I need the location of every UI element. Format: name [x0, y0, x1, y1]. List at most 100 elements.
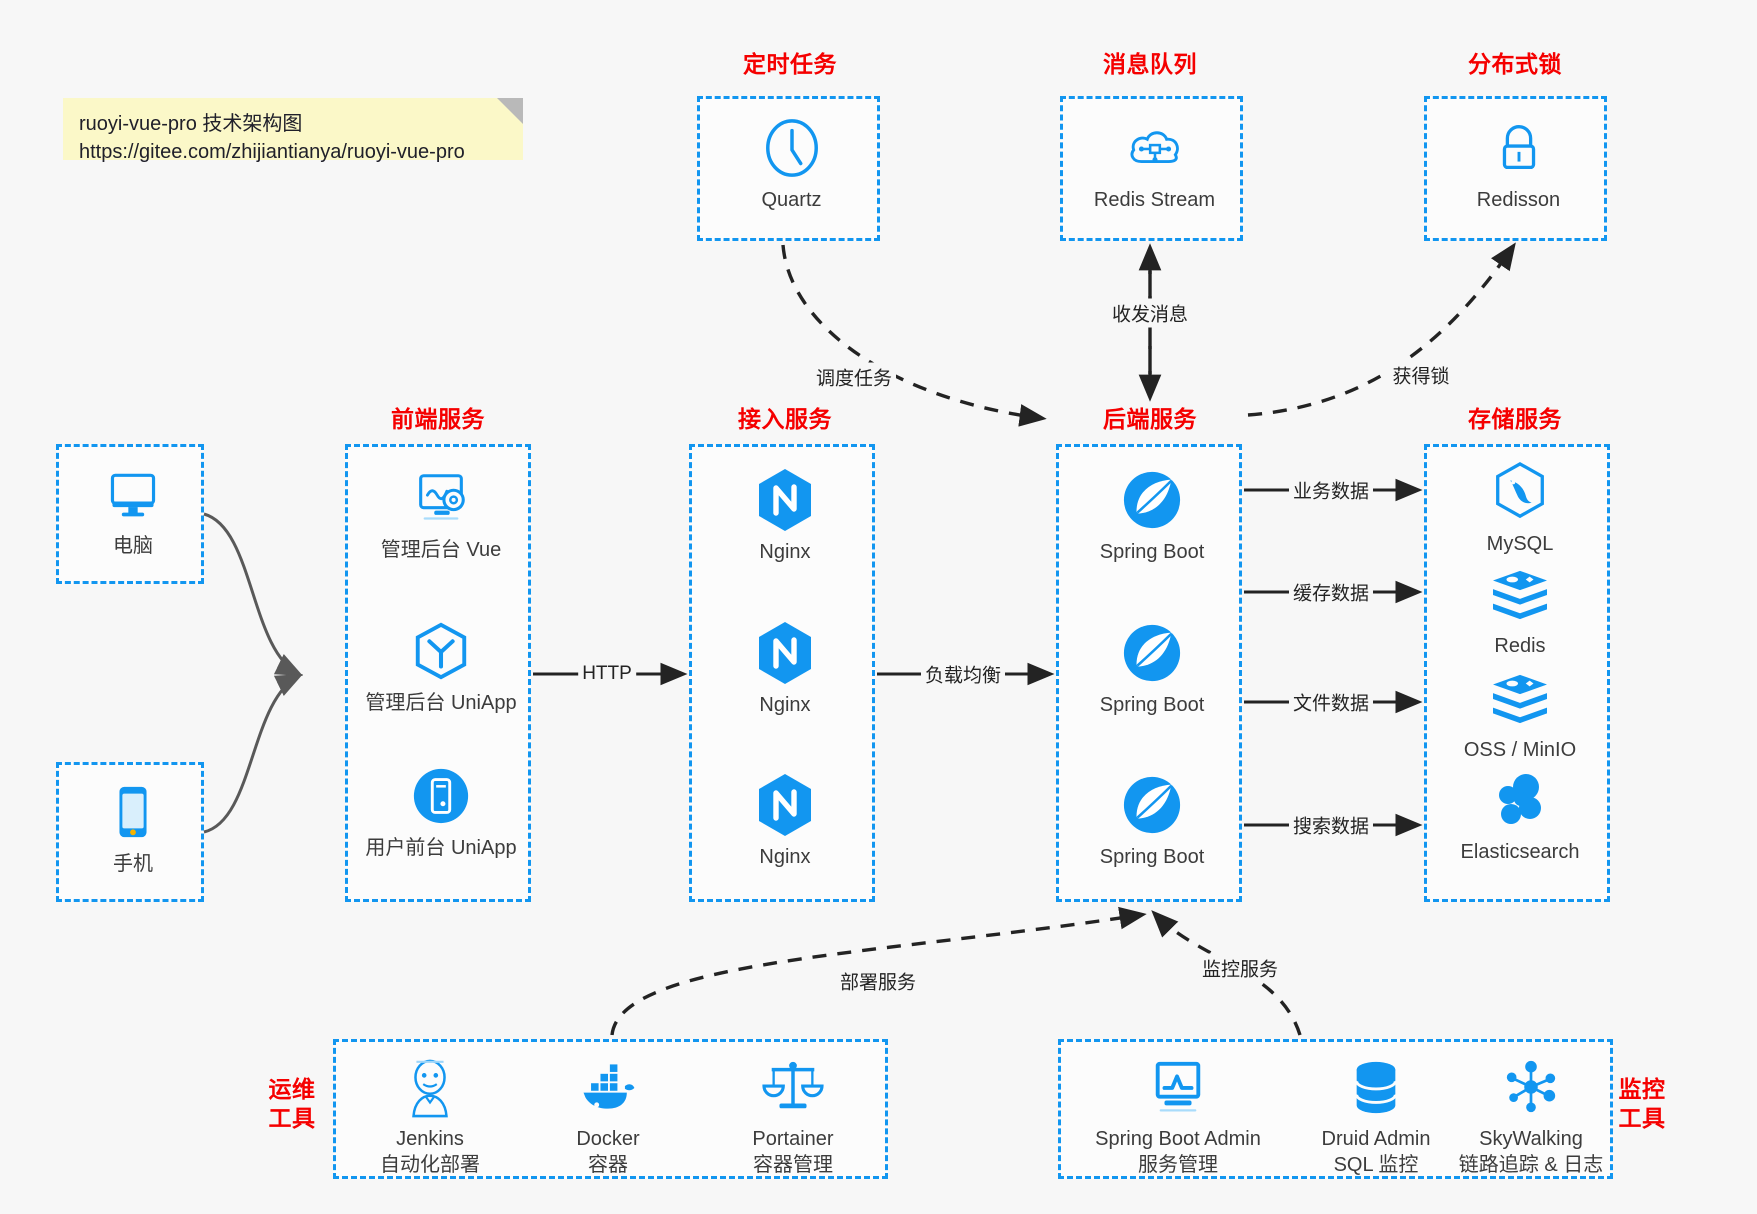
node-label: 管理后台 Vue: [380, 539, 502, 561]
edge-label-search-data: 搜索数据: [1288, 810, 1374, 840]
node-label: Nginx: [759, 541, 811, 563]
database-stack-icon: [1296, 1056, 1456, 1118]
node-spring-boot-admin[interactable]: Spring Boot Admin 服务管理: [1073, 1056, 1283, 1179]
spring-boot-icon: [1059, 774, 1245, 836]
edge-label-file-data: 文件数据: [1288, 687, 1374, 717]
node-mobile[interactable]: 手机: [59, 781, 207, 877]
node-quartz[interactable]: Quartz: [700, 117, 883, 213]
caption-frontend: 前端服务: [391, 406, 485, 432]
node-sublabel: 自动化部署: [380, 1154, 480, 1176]
node-redis-stream[interactable]: Redis Stream: [1063, 117, 1246, 213]
edge-mobile-to-frontend: [203, 674, 304, 834]
mysql-icon: [1427, 461, 1613, 523]
desktop-monitor-icon: [59, 463, 207, 525]
cloud-network-icon: [1063, 117, 1246, 179]
group-box-scheduled-task[interactable]: Quartz: [697, 96, 880, 241]
node-spring-boot-2[interactable]: Spring Boot: [1059, 622, 1245, 718]
portainer-scales-icon: [708, 1056, 878, 1118]
note-title-line: ruoyi-vue-pro 技术架构图: [79, 113, 303, 135]
node-portainer[interactable]: Portainer 容器管理: [708, 1056, 878, 1179]
node-label: SkyWalking: [1479, 1128, 1583, 1150]
node-jenkins[interactable]: Jenkins 自动化部署: [350, 1056, 510, 1179]
node-label: Docker: [576, 1128, 640, 1150]
node-elasticsearch[interactable]: Elasticsearch: [1427, 769, 1613, 865]
group-box-frontend[interactable]: 管理后台 Vue 管理后台 UniApp 用户前台 UniApp: [345, 444, 531, 902]
caption-storage: 存储服务: [1468, 406, 1562, 432]
node-nginx-1[interactable]: Nginx: [692, 469, 878, 565]
caption-devops-line2: 工具: [268, 1104, 316, 1131]
nginx-icon: [692, 469, 878, 531]
node-spring-boot-3[interactable]: Spring Boot: [1059, 774, 1245, 870]
clock-icon: [700, 117, 883, 179]
group-box-storage[interactable]: MySQL Redis: [1424, 444, 1610, 902]
edge-label-biz-data: 业务数据: [1288, 475, 1374, 505]
node-label: Quartz: [761, 189, 822, 211]
node-druid-admin[interactable]: Druid Admin SQL 监控: [1296, 1056, 1456, 1179]
node-label: Spring Boot: [1099, 846, 1205, 868]
group-box-monitoring[interactable]: Spring Boot Admin 服务管理 Druid Admin SQL 监…: [1058, 1039, 1613, 1179]
elasticsearch-icon: [1427, 769, 1613, 831]
edge-label-schedule-task: 调度任务: [811, 362, 897, 392]
node-docker[interactable]: Docker 容器: [528, 1056, 688, 1179]
node-redis[interactable]: Redis: [1427, 563, 1613, 659]
node-label: Druid Admin: [1321, 1128, 1431, 1150]
node-nginx-2[interactable]: Nginx: [692, 622, 878, 718]
group-box-distributed-lock[interactable]: Redisson: [1424, 96, 1607, 241]
node-sublabel: 服务管理: [1138, 1154, 1218, 1176]
edge-label-http: HTTP: [578, 662, 636, 686]
node-desktop[interactable]: 电脑: [59, 463, 207, 559]
edge-label-cache-data: 缓存数据: [1288, 577, 1374, 607]
spring-boot-icon: [1059, 622, 1245, 684]
note-fold-corner: [497, 98, 523, 124]
lock-icon: [1427, 117, 1610, 179]
node-mysql[interactable]: MySQL: [1427, 461, 1613, 557]
edge-label-deploy-service: 部署服务: [835, 966, 921, 996]
group-box-message-queue[interactable]: Redis Stream: [1060, 96, 1243, 241]
node-sublabel: 容器: [588, 1154, 628, 1176]
edge-acquire-lock: [1247, 242, 1516, 417]
redis-icon: [1427, 563, 1613, 625]
caption-monitoring-line1: 监控: [1618, 1076, 1666, 1102]
node-redisson[interactable]: Redisson: [1427, 117, 1610, 213]
node-admin-uniapp[interactable]: 管理后台 UniApp: [348, 620, 534, 716]
caption-scheduled-task: 定时任务: [743, 51, 837, 77]
node-label: MySQL: [1486, 533, 1554, 555]
nginx-icon: [692, 622, 878, 684]
node-sublabel: SQL 监控: [1333, 1154, 1419, 1176]
node-label: Redis Stream: [1093, 189, 1216, 211]
node-oss-minio[interactable]: OSS / MinIO: [1427, 667, 1613, 763]
group-box-backend[interactable]: Spring Boot Spring Boot Spring Boot: [1056, 444, 1242, 902]
object-storage-icon: [1427, 667, 1613, 729]
node-admin-vue[interactable]: 管理后台 Vue: [348, 467, 534, 563]
mobile-app-icon: [348, 765, 534, 827]
node-label: OSS / MinIO: [1463, 739, 1577, 761]
docker-icon: [528, 1056, 688, 1118]
caption-monitoring-line2: 工具: [1618, 1104, 1666, 1131]
edge-label-acquire-lock: 获得锁: [1388, 360, 1454, 390]
uniapp-cube-icon: [348, 620, 534, 682]
group-box-client-desktop[interactable]: 电脑: [56, 444, 204, 584]
edge-label-load-balance: 负载均衡: [920, 659, 1006, 689]
node-sublabel: 容器管理: [753, 1154, 833, 1176]
caption-devops-line1: 运维: [268, 1076, 316, 1102]
node-spring-boot-1[interactable]: Spring Boot: [1059, 469, 1245, 565]
node-user-uniapp[interactable]: 用户前台 UniApp: [348, 765, 534, 861]
group-box-client-mobile[interactable]: 手机: [56, 762, 204, 902]
edge-label-send-receive: 收发消息: [1107, 298, 1193, 328]
mobile-phone-icon: [59, 781, 207, 843]
node-skywalking[interactable]: SkyWalking 链路追踪 & 日志: [1451, 1056, 1611, 1179]
group-box-gateway[interactable]: Nginx Nginx Nginx: [689, 444, 875, 902]
node-label: Redisson: [1476, 189, 1561, 211]
node-label: Nginx: [759, 694, 811, 716]
node-label: Nginx: [759, 846, 811, 868]
node-label: 电脑: [113, 535, 153, 557]
caption-distributed-lock: 分布式锁: [1468, 51, 1562, 77]
node-nginx-3[interactable]: Nginx: [692, 774, 878, 870]
spring-boot-icon: [1059, 469, 1245, 531]
node-label: Redis: [1494, 635, 1546, 657]
node-label: 用户前台 UniApp: [365, 837, 517, 859]
nginx-icon: [692, 774, 878, 836]
group-box-devops[interactable]: Jenkins 自动化部署 Docker 容器: [333, 1039, 888, 1179]
node-sublabel: 链路追踪 & 日志: [1458, 1154, 1604, 1176]
